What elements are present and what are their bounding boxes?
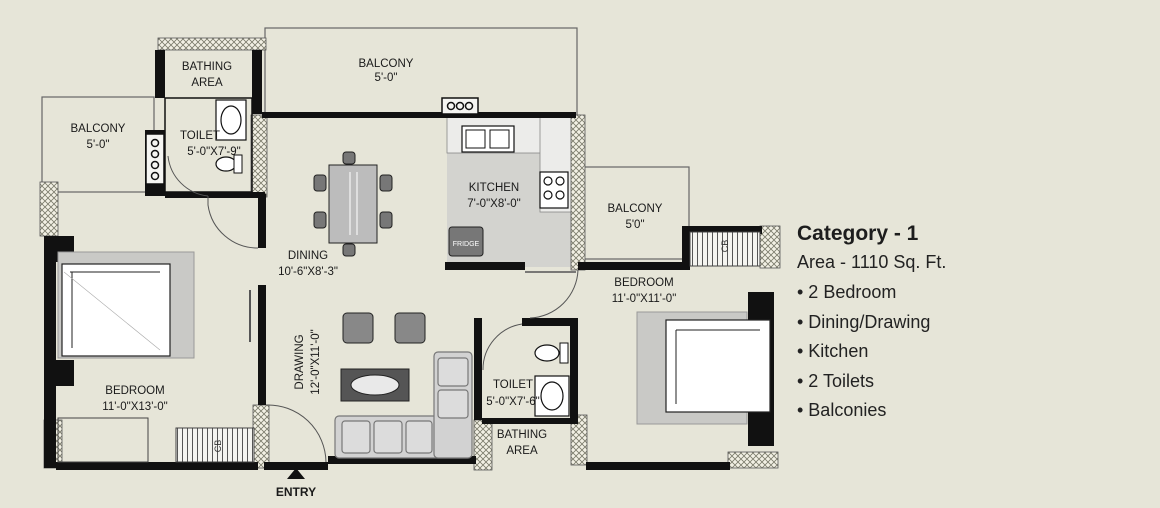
- cooktop: [539, 171, 569, 209]
- hatched-wall: [570, 414, 588, 466]
- hatched-wall: [473, 419, 493, 471]
- balcony-top-name: BALCONY: [359, 58, 414, 70]
- vent-grille: [145, 133, 165, 185]
- category-title: Category - 1: [797, 222, 919, 245]
- bed-left: [61, 263, 171, 357]
- bedroom-right-dim: 11'-0"X11'-0": [612, 293, 677, 305]
- bathing-top-line2: AREA: [191, 77, 223, 89]
- hatched-wall: [759, 225, 781, 269]
- drawing-dim: 12'-0"X11'-0": [310, 329, 322, 394]
- feature-item: • 2 Toilets: [797, 370, 875, 391]
- bed-right: [665, 319, 771, 413]
- bathing-top-line1: BATHING: [182, 61, 232, 73]
- toilet-left-dim: 5'-0"X7'-9": [187, 146, 240, 158]
- entry-label: ENTRY: [276, 485, 316, 499]
- entry-arrow-icon: [287, 468, 305, 479]
- area-text: Area - 1110 Sq. Ft.: [797, 252, 947, 272]
- hatched-wall: [250, 114, 268, 198]
- hatched-wall: [570, 114, 586, 271]
- balcony-top-outline: [264, 27, 578, 117]
- cupboard-right: [689, 231, 761, 267]
- entry-door-swing: [265, 404, 327, 463]
- door-swing: [207, 196, 259, 249]
- kitchen-name: KITCHEN: [469, 182, 519, 194]
- wc-left: [215, 156, 237, 172]
- feature-item: • Dining/Drawing: [797, 311, 931, 332]
- bedroom-left-dim: 11'-0"X13'-0": [102, 401, 167, 413]
- kitchen-dim: 7'-0"X8'-0": [467, 198, 520, 210]
- dining-table: [313, 151, 393, 257]
- cb-label-right: CB: [720, 240, 730, 253]
- feature-item: • Balconies: [797, 400, 887, 420]
- feature-list: • 2 Bedroom • Dining/Drawing • Kitchen •…: [797, 278, 1097, 426]
- balcony-right-name: BALCONY: [608, 203, 663, 215]
- sofa: [334, 351, 473, 459]
- drawing-name: DRAWING: [294, 334, 306, 389]
- drawing-chairs: [342, 312, 426, 344]
- balcony-top-dim: 5'-0": [375, 72, 398, 84]
- bathing-bottom-line2: AREA: [506, 445, 538, 457]
- wardrobe-left: [57, 417, 149, 463]
- balcony-left-name: BALCONY: [71, 123, 126, 135]
- hatched-wall: [39, 181, 59, 237]
- toilet-left-room: [164, 97, 253, 193]
- dining-dim: 10'-6"X8'-3": [278, 266, 338, 278]
- walls: [44, 50, 774, 470]
- wc-right: [534, 344, 560, 362]
- hatched-wall: [727, 451, 779, 469]
- cupboard-left: [175, 427, 255, 463]
- toilet-right-name: TOILET: [493, 379, 533, 391]
- toilet-right-dim: 5'-0"X7'-6": [486, 396, 539, 408]
- hatched-wall: [252, 404, 270, 469]
- bathing-bottom-line1: BATHING: [497, 429, 547, 441]
- toilet-left-name: TOILET: [180, 130, 220, 142]
- balcony-right-dim: 5'0": [625, 219, 644, 231]
- bedroom-left-name: BEDROOM: [105, 385, 164, 397]
- feature-item: • 2 Bedroom: [797, 282, 897, 302]
- balcony-left-dim: 5'-0": [87, 139, 110, 151]
- door-swing: [529, 269, 579, 319]
- feature-item: • Kitchen: [797, 341, 869, 361]
- fridge: [448, 226, 484, 257]
- cb-label-left: CB: [213, 440, 223, 453]
- category-info-panel: Category - 1 Area - 1110 Sq. Ft. • 2 Bed…: [797, 222, 1097, 426]
- dining-name: DINING: [288, 250, 328, 262]
- hatched-wall: [157, 37, 267, 51]
- bedroom-right-name: BEDROOM: [614, 277, 673, 289]
- fridge-label: FRIDGE: [453, 241, 480, 248]
